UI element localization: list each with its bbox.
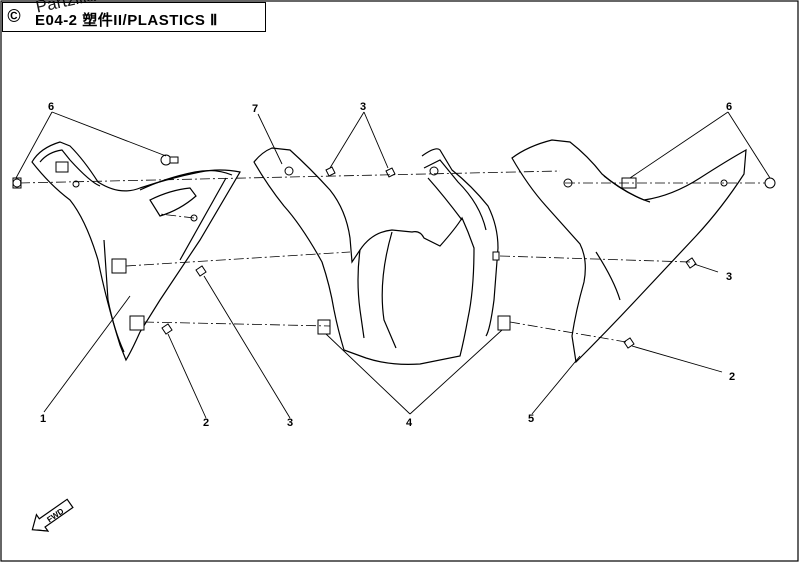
nut-icon xyxy=(111,258,127,274)
nut-icon xyxy=(317,319,331,335)
clip-icon xyxy=(492,251,500,261)
grommet-icon xyxy=(284,166,294,176)
screw-icon xyxy=(623,337,635,349)
fwd-arrow-icon: FWD xyxy=(31,498,74,532)
callout-6-right: 6 xyxy=(726,101,732,113)
callout-numbers: 6 7 3 6 3 1 2 3 4 5 2 xyxy=(40,101,735,429)
part-1-left-side-panel[interactable] xyxy=(31,141,241,362)
part-5-right-side-panel[interactable] xyxy=(511,139,747,364)
screw-icon xyxy=(325,166,336,177)
callout-3-right: 3 xyxy=(726,271,732,283)
part-7-center-front-panel[interactable] xyxy=(253,147,499,365)
diagram-title: E04-2 塑件II/PLASTICS Ⅱ xyxy=(35,12,218,29)
screw-icon xyxy=(195,265,207,277)
grommet-icon xyxy=(12,178,22,188)
fasteners xyxy=(12,154,776,349)
callout-7: 7 xyxy=(252,103,258,115)
nut-icon xyxy=(129,315,145,331)
screw-icon xyxy=(385,167,396,178)
assembly-centerlines xyxy=(19,170,765,343)
callout-3-top: 3 xyxy=(360,101,366,113)
screw-icon xyxy=(161,323,173,335)
grommet-icon xyxy=(429,166,439,176)
callout-3-bottom: 3 xyxy=(287,417,293,429)
callout-5: 5 xyxy=(528,413,534,425)
callout-2-left: 2 xyxy=(203,417,209,429)
clip-icon xyxy=(55,161,69,173)
title-box: E04-2 塑件II/PLASTICS Ⅱ xyxy=(2,2,266,32)
callout-4: 4 xyxy=(406,417,413,429)
callout-6-left: 6 xyxy=(48,101,54,113)
callout-2-right: 2 xyxy=(729,371,735,383)
callout-1: 1 xyxy=(40,413,46,425)
copyright-symbol: © xyxy=(7,6,21,26)
nut-icon xyxy=(497,315,511,331)
leader-lines xyxy=(15,111,771,419)
screw-icon xyxy=(685,257,697,269)
clip-icon xyxy=(72,180,80,188)
grommet-icon xyxy=(764,177,776,189)
